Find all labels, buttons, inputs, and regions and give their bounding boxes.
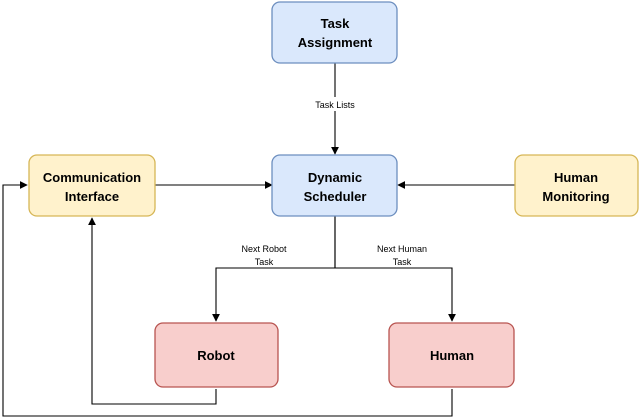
node-dynamic-scheduler: Dynamic Scheduler [271, 154, 398, 217]
node-human-monitoring: Human Monitoring [514, 154, 639, 217]
edge-label-bg-task-lists [302, 97, 368, 111]
node-task-assignment: Task Assignment [271, 1, 398, 64]
edge-label-next-robot-line1: Next Robot [241, 244, 287, 254]
node-dynamic-scheduler-box [271, 154, 398, 217]
node-communication-interface-label-line2: Interface [65, 189, 119, 204]
node-task-assignment-label-line2: Assignment [298, 35, 373, 50]
node-robot-box [154, 322, 279, 388]
node-dynamic-scheduler-label-line1: Dynamic [308, 170, 362, 185]
edge-label-task-lists: Task Lists [315, 100, 355, 110]
node-human-monitoring-label-line1: Human [554, 170, 598, 185]
node-communication-interface: Communication Interface [28, 154, 156, 217]
node-robot-label: Robot [197, 348, 235, 363]
node-communication-interface-label-line1: Communication [43, 170, 141, 185]
node-human-box [388, 322, 515, 388]
edge-scheduler-to-human [334, 216, 456, 322]
node-robot: Robot [154, 322, 279, 388]
node-human-label: Human [430, 348, 474, 363]
edge-label-next-robot-line2: Task [255, 257, 274, 267]
edge-robot-to-communication [88, 217, 217, 405]
node-human-monitoring-box [514, 154, 639, 217]
edge-label-next-human-line1: Next Human [377, 244, 427, 254]
edge-human-to-communication [2, 181, 453, 417]
edge-scheduler-to-robot [212, 216, 336, 322]
node-human-monitoring-label-line2: Monitoring [542, 189, 609, 204]
node-dynamic-scheduler-label-line2: Scheduler [304, 189, 367, 204]
node-communication-interface-box [28, 154, 156, 217]
node-task-assignment-label-line1: Task [321, 16, 350, 31]
edge-label-next-human-line2: Task [393, 257, 412, 267]
node-human: Human [388, 322, 515, 388]
node-task-assignment-box [271, 1, 398, 64]
